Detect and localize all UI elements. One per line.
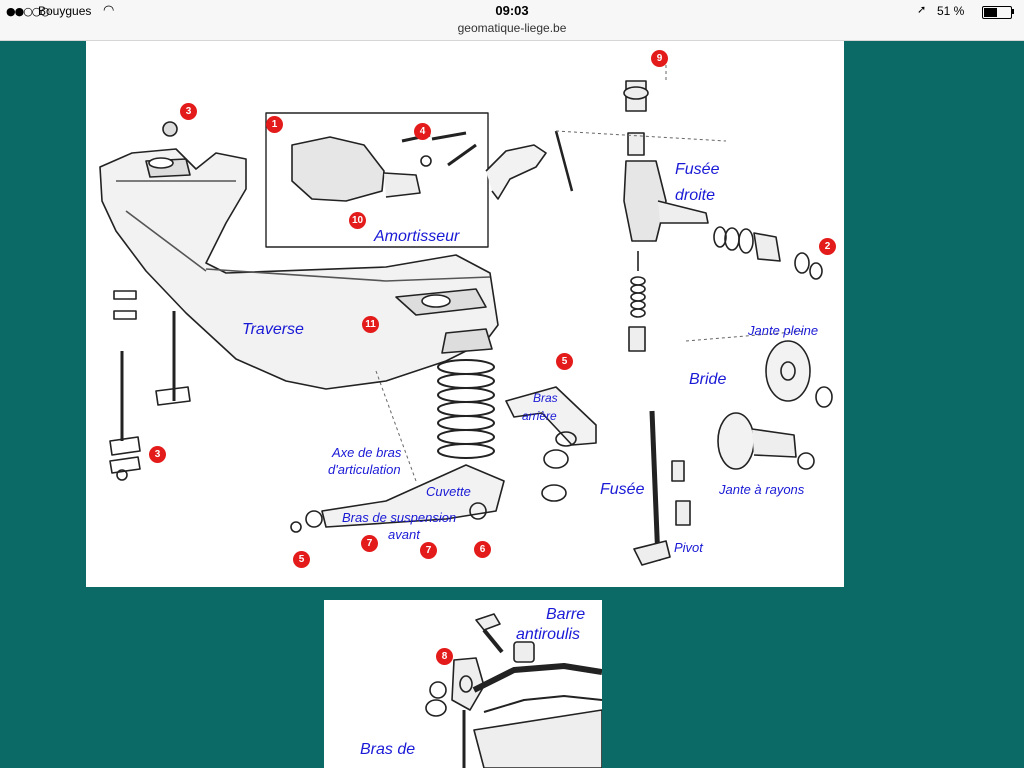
- marker-3b: 3: [149, 446, 166, 463]
- battery-icon: [982, 6, 1012, 19]
- label-jante-pleine: Jante pleine: [748, 323, 819, 338]
- marker-3a: 3: [180, 103, 197, 120]
- label-bride: Bride: [689, 371, 727, 388]
- label-bras-de-suspension-2: avant: [388, 527, 420, 542]
- page-content[interactable]: Fusée droite Amortisseur Traverse Jante …: [0, 41, 1024, 768]
- antiroll-bar-diagram: Barre antiroulis Bras de 8: [324, 600, 602, 768]
- marker-6: 6: [474, 541, 491, 558]
- marker-5a: 5: [556, 353, 573, 370]
- label-bras-de-suspension-1: Bras de suspension: [342, 510, 457, 525]
- signal-strength-icon: ●●○○○: [6, 5, 50, 18]
- location-arrow-icon: ➚: [917, 3, 927, 16]
- label-barre: Barre: [546, 606, 586, 623]
- label-fusee-droite-1: Fusée: [675, 161, 720, 178]
- battery-tip: [1012, 9, 1014, 14]
- label-antiroulis: antiroulis: [516, 626, 581, 643]
- suspension-diagram: Fusée droite Amortisseur Traverse Jante …: [86, 41, 844, 587]
- label-fusee: Fusée: [600, 481, 645, 498]
- label-axe-de-bras-2: d'articulation: [328, 462, 401, 477]
- wifi-icon: ◠: [103, 3, 115, 18]
- clock: 09:03: [495, 3, 529, 18]
- label-bras-arriere-2: arrière: [522, 409, 557, 423]
- status-bar: ●●○○○ Bouygues ◠ 09:03 geomatique-liege.…: [0, 0, 1024, 41]
- marker-1: 1: [266, 116, 283, 133]
- label-pivot: Pivot: [674, 540, 703, 555]
- marker-9: 9: [651, 50, 668, 67]
- marker-11: 11: [362, 316, 379, 333]
- marker-7b: 7: [420, 542, 437, 559]
- marker-7a: 7: [361, 535, 378, 552]
- label-axe-de-bras-1: Axe de bras: [332, 445, 402, 460]
- label-fusee-droite-2: droite: [675, 187, 716, 204]
- label-bras-arriere-1: Bras: [533, 391, 558, 405]
- label-cuvette: Cuvette: [426, 484, 471, 499]
- marker-4: 4: [414, 123, 431, 140]
- marker-5b: 5: [293, 551, 310, 568]
- label-traverse: Traverse: [242, 321, 304, 338]
- marker-2: 2: [819, 238, 836, 255]
- marker-10: 10: [349, 212, 366, 229]
- carrier-name: Bouygues: [38, 4, 92, 18]
- label-bras-de: Bras de: [360, 741, 416, 758]
- marker-8: 8: [436, 648, 453, 665]
- address-bar[interactable]: geomatique-liege.be: [457, 21, 567, 35]
- label-amortisseur: Amortisseur: [374, 228, 460, 245]
- suspension-drawing: [99, 59, 833, 566]
- battery-percent: 51 %: [937, 4, 965, 18]
- label-jante-a-rayons: Jante à rayons: [719, 482, 805, 497]
- antiroll-bar-drawing: [425, 613, 602, 768]
